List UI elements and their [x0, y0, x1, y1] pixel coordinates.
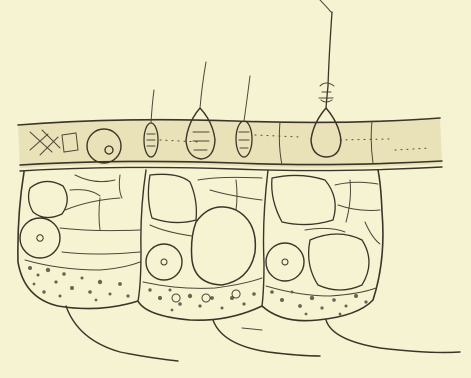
cuticle-band — [18, 118, 442, 171]
cuticle-band-fill — [18, 118, 442, 168]
